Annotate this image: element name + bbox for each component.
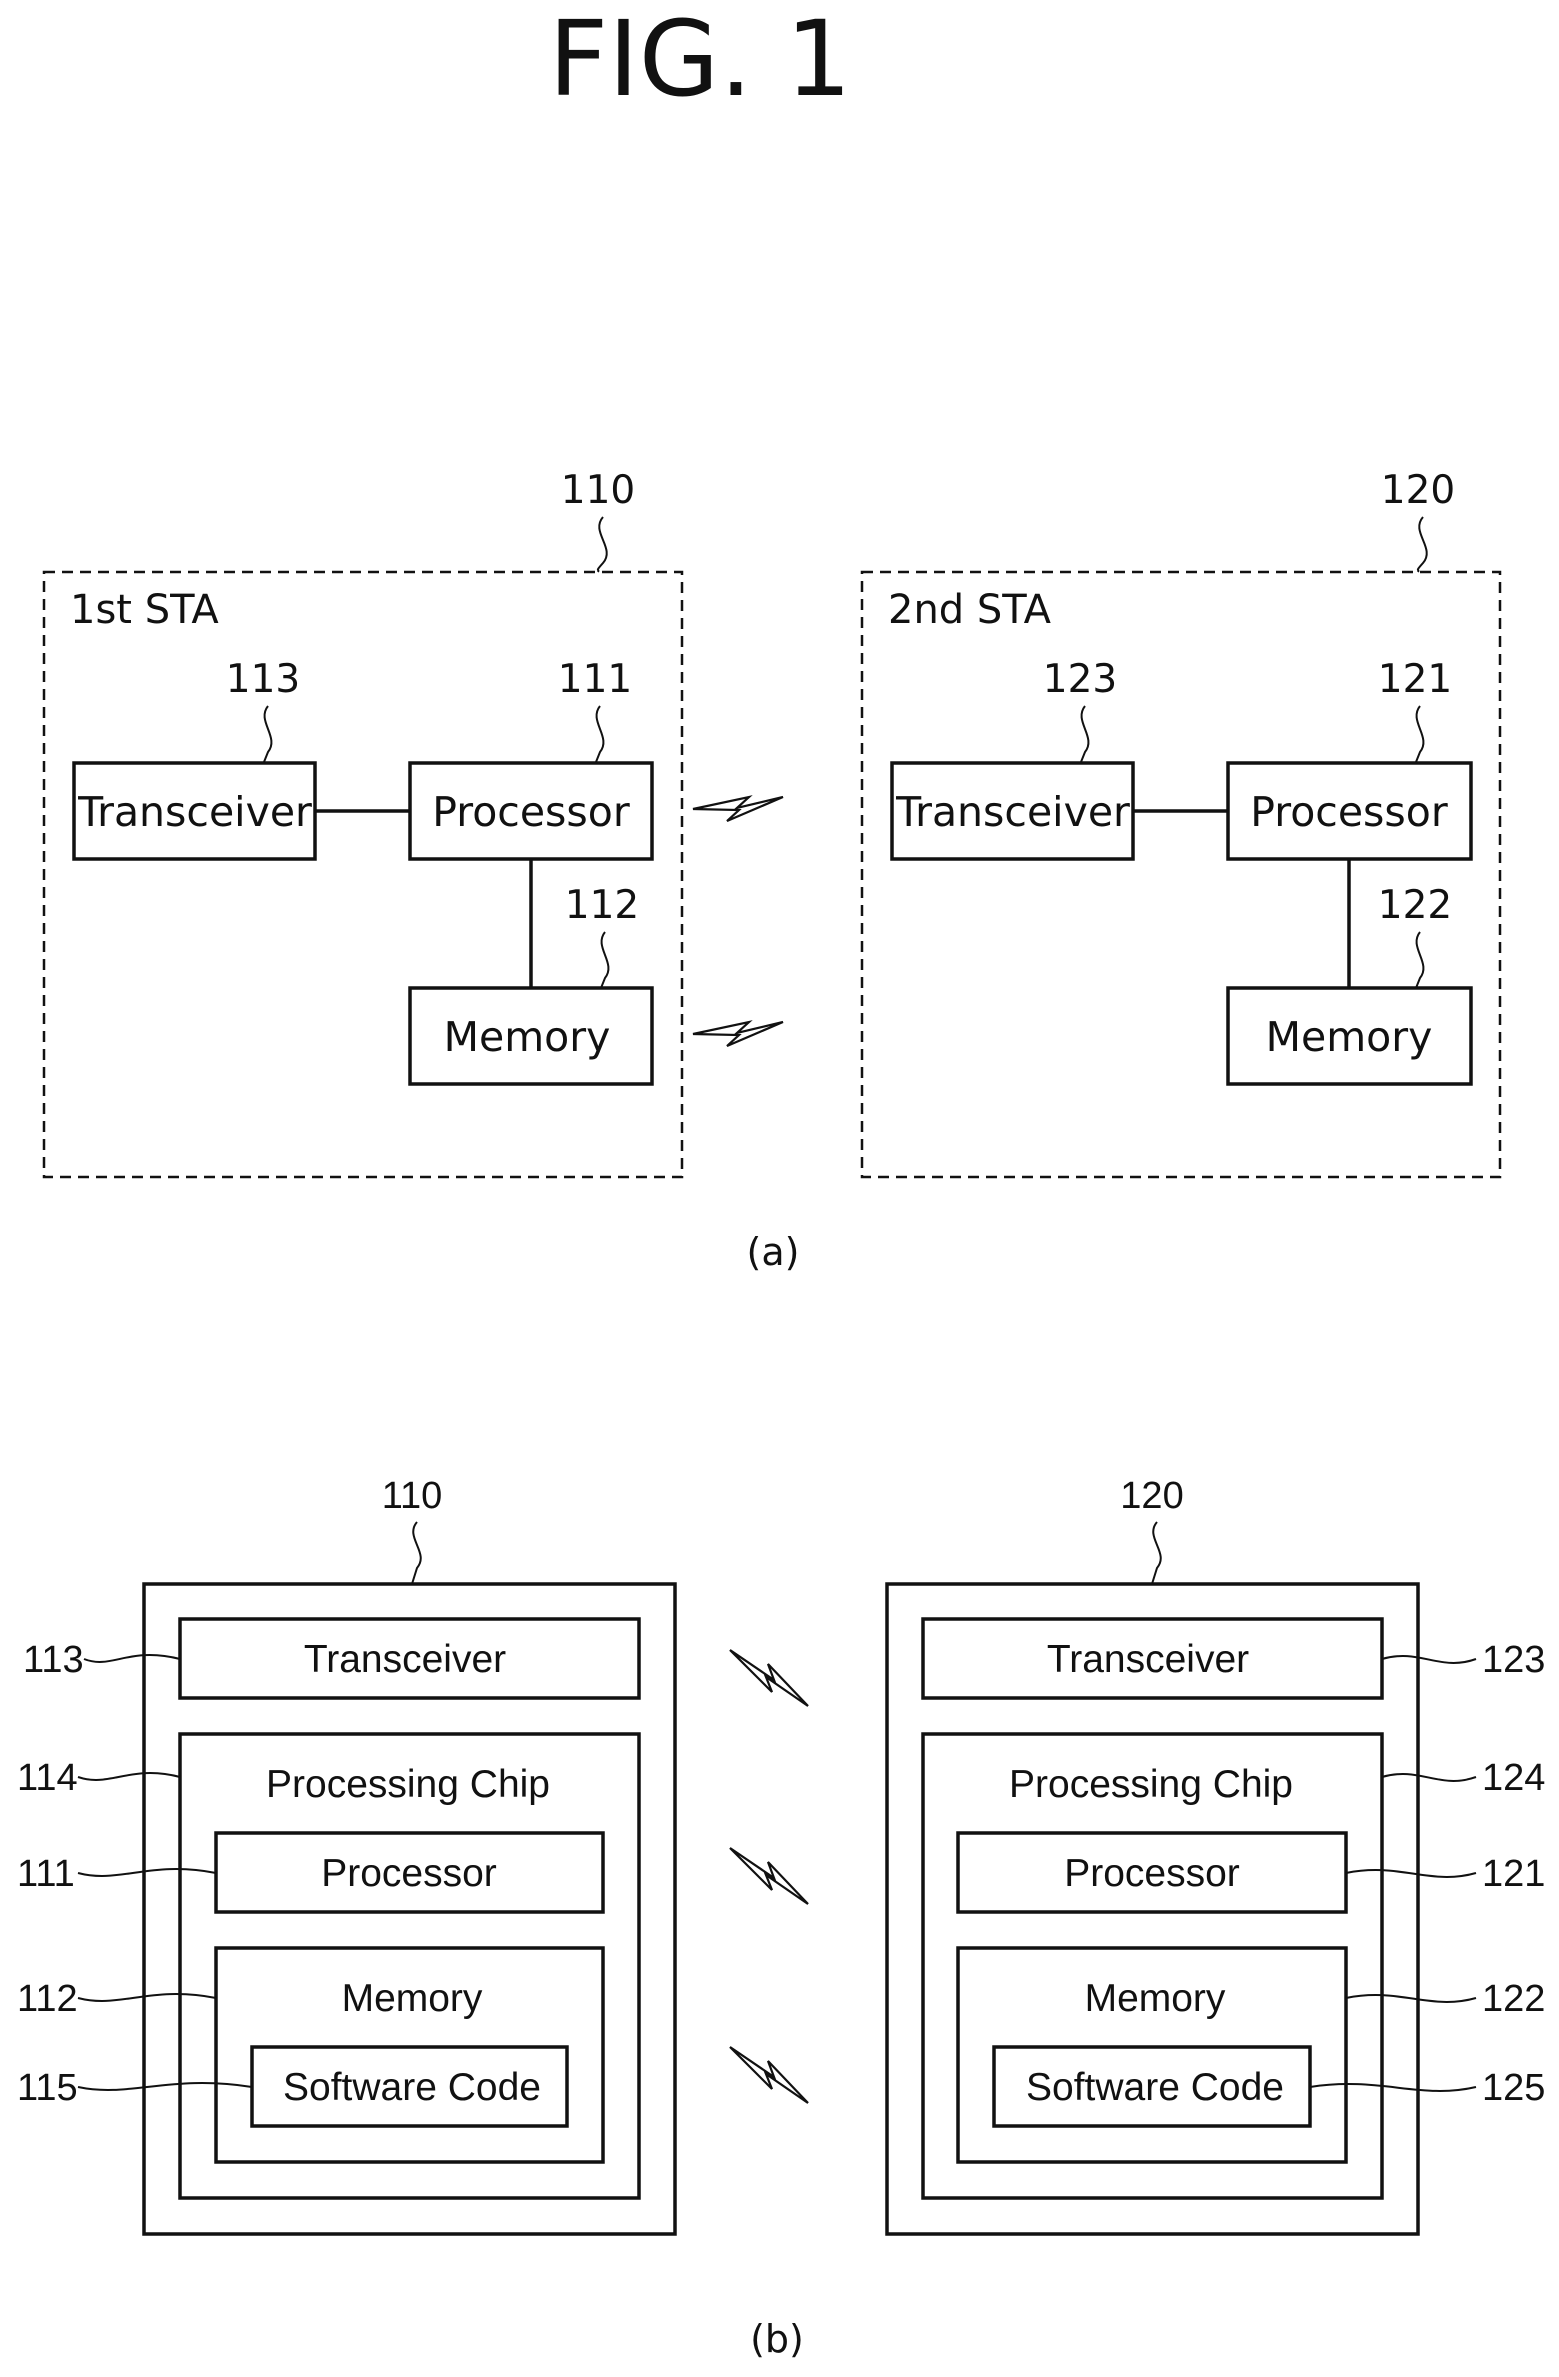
device2-outer-box — [887, 1584, 1418, 2234]
sta2-memory-label: Memory — [1266, 1013, 1433, 1061]
device1-chip-label: Processing Chip — [266, 1763, 550, 1806]
device2-ref-leader — [1152, 1522, 1161, 1584]
sta2-processor-ref: 121 — [1378, 657, 1452, 702]
device2-processor-leader — [1346, 1870, 1476, 1877]
panel-b-caption: (b) — [750, 2317, 804, 2361]
device2-memory-label: Memory — [1085, 1977, 1226, 2020]
sta1-processor-ref: 111 — [558, 657, 632, 702]
sta2-processor-leader — [1416, 706, 1423, 762]
sta1-memory-ref: 112 — [565, 883, 639, 928]
sta1-memory-label: Memory — [444, 1013, 611, 1061]
figure-title: FIG. 1 — [548, 0, 851, 120]
sta2-processor-label: Processor — [1250, 788, 1448, 836]
sta1-transceiver-leader — [264, 706, 271, 762]
device1-processor-label: Processor — [321, 1852, 497, 1895]
device1-software-leader — [78, 2083, 252, 2090]
device1-processor-ref: 111 — [17, 1853, 75, 1895]
device2-software-ref: 125 — [1482, 2067, 1545, 2109]
device1-group: 110 Transceiver Processing Chip Processo… — [17, 1475, 675, 2234]
device2-transceiver-label: Transceiver — [1047, 1638, 1249, 1681]
sta2-group: 120 2nd STA 123 Transceiver 121 Processo… — [862, 468, 1500, 1177]
device2-software-label: Software Code — [1026, 2066, 1284, 2109]
wireless-link-icon — [730, 1848, 808, 1904]
device2-transceiver-ref: 123 — [1482, 1639, 1545, 1681]
device1-transceiver-ref: 113 — [23, 1639, 84, 1681]
wireless-link-icon — [730, 1650, 808, 1706]
panel-b: 110 Transceiver Processing Chip Processo… — [17, 1475, 1545, 2361]
device2-processor-label: Processor — [1064, 1852, 1240, 1895]
wireless-link-icon — [693, 797, 783, 821]
wireless-link-icon — [730, 2047, 808, 2103]
device1-transceiver-label: Transceiver — [304, 1638, 506, 1681]
sta1-group: 110 1st STA 113 Transceiver 111 Processo… — [44, 468, 682, 1177]
sta2-label: 2nd STA — [888, 587, 1052, 633]
device1-memory-ref: 112 — [17, 1978, 78, 2020]
device2-software-leader — [1310, 2084, 1476, 2091]
device1-software-ref: 115 — [17, 2067, 78, 2109]
sta2-transceiver-label: Transceiver — [895, 788, 1130, 836]
wireless-link-icon — [693, 1022, 783, 1046]
device2-group: 120 Transceiver Processing Chip Processo… — [887, 1475, 1545, 2234]
device1-ref-leader — [412, 1522, 421, 1584]
device1-ref: 110 — [382, 1475, 443, 1517]
device2-processor-ref: 121 — [1482, 1853, 1545, 1895]
sta1-transceiver-ref: 113 — [226, 657, 300, 702]
sta1-label: 1st STA — [70, 587, 219, 633]
device1-memory-leader — [78, 1994, 216, 2001]
device1-chip-ref: 114 — [17, 1757, 78, 1799]
sta2-ref: 120 — [1381, 468, 1455, 513]
device2-transceiver-leader — [1382, 1656, 1476, 1663]
device1-memory-label: Memory — [342, 1977, 483, 2020]
sta2-memory-ref: 122 — [1378, 883, 1452, 928]
sta1-ref: 110 — [561, 468, 635, 513]
panel-a-caption: (a) — [747, 1230, 800, 1274]
device1-processor-leader — [78, 1869, 216, 1876]
device1-software-label: Software Code — [283, 2066, 541, 2109]
sta1-processor-label: Processor — [432, 788, 630, 836]
sta2-transceiver-ref: 123 — [1043, 657, 1117, 702]
device2-memory-ref: 122 — [1482, 1978, 1545, 2020]
device1-outer-box — [144, 1584, 675, 2234]
sta1-processor-leader — [596, 706, 603, 762]
device2-memory-leader — [1346, 1995, 1476, 2002]
device2-chip-leader — [1382, 1774, 1476, 1781]
sta2-memory-leader — [1416, 932, 1423, 988]
sta1-transceiver-label: Transceiver — [77, 788, 312, 836]
device1-chip-leader — [78, 1773, 180, 1780]
sta1-ref-leader — [598, 517, 607, 572]
device1-transceiver-leader — [84, 1655, 180, 1662]
panel-a: 110 1st STA 113 Transceiver 111 Processo… — [44, 468, 1500, 1274]
device2-chip-ref: 124 — [1482, 1757, 1545, 1799]
device2-ref: 120 — [1120, 1475, 1183, 1517]
sta2-transceiver-leader — [1081, 706, 1088, 762]
device2-chip-label: Processing Chip — [1009, 1763, 1293, 1806]
sta1-memory-leader — [601, 932, 608, 988]
sta2-ref-leader — [1418, 517, 1427, 572]
